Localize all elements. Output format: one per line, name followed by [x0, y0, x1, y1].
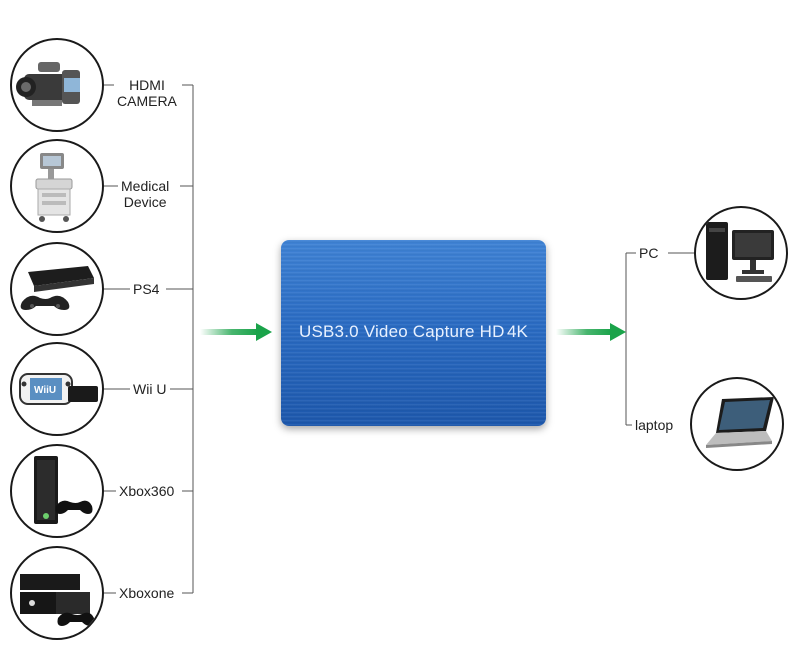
medical-device-circle — [10, 139, 104, 233]
xbox360-circle — [10, 444, 104, 538]
output-arrow — [556, 323, 626, 341]
xbox-one-circle — [10, 546, 104, 640]
input-label-wii-u: Wii U — [130, 381, 170, 397]
device-4k-badge: 4K — [507, 322, 528, 341]
pc-circle — [694, 206, 788, 300]
input-label-hdmi-camera: HDMI CAMERA — [114, 77, 180, 109]
input-label-xbox360: Xbox360 — [116, 483, 178, 499]
svg-text:WiiU: WiiU — [34, 385, 56, 396]
medical-device-icon — [35, 153, 73, 222]
input-label-xboxone: Xboxone — [116, 585, 178, 601]
wii-u-circle: WiiU — [10, 342, 104, 436]
output-label-laptop: laptop — [632, 417, 677, 433]
input-label-medical-device-line1: Medical — [121, 178, 170, 194]
output-label-pc: PC — [636, 245, 662, 261]
xbox-one-console-icon — [20, 574, 95, 626]
camcorder-icon — [16, 62, 80, 106]
input-label-medical-device-line2: Device — [123, 194, 167, 210]
xbox360-console-icon — [34, 456, 93, 524]
device-title: USB3.0 Video Capture HD — [299, 322, 505, 341]
ps4-circle — [10, 242, 104, 336]
input-label-ps4: PS4 — [130, 281, 163, 297]
input-arrow — [200, 323, 272, 341]
ps4-console-icon — [20, 266, 94, 310]
laptop-circle — [690, 377, 784, 471]
wii-u-console-icon: WiiU — [19, 373, 98, 405]
input-label-hdmi-camera-line1: HDMI — [129, 77, 165, 93]
input-label-hdmi-camera-line2: CAMERA — [117, 93, 177, 109]
laptop-icon — [706, 397, 774, 448]
input-label-medical-device: Medical Device — [118, 178, 173, 210]
video-capture-device: USB3.0 Video Capture HD 4K — [281, 240, 546, 426]
camcorder-circle — [10, 38, 104, 132]
desktop-pc-icon — [706, 222, 774, 282]
